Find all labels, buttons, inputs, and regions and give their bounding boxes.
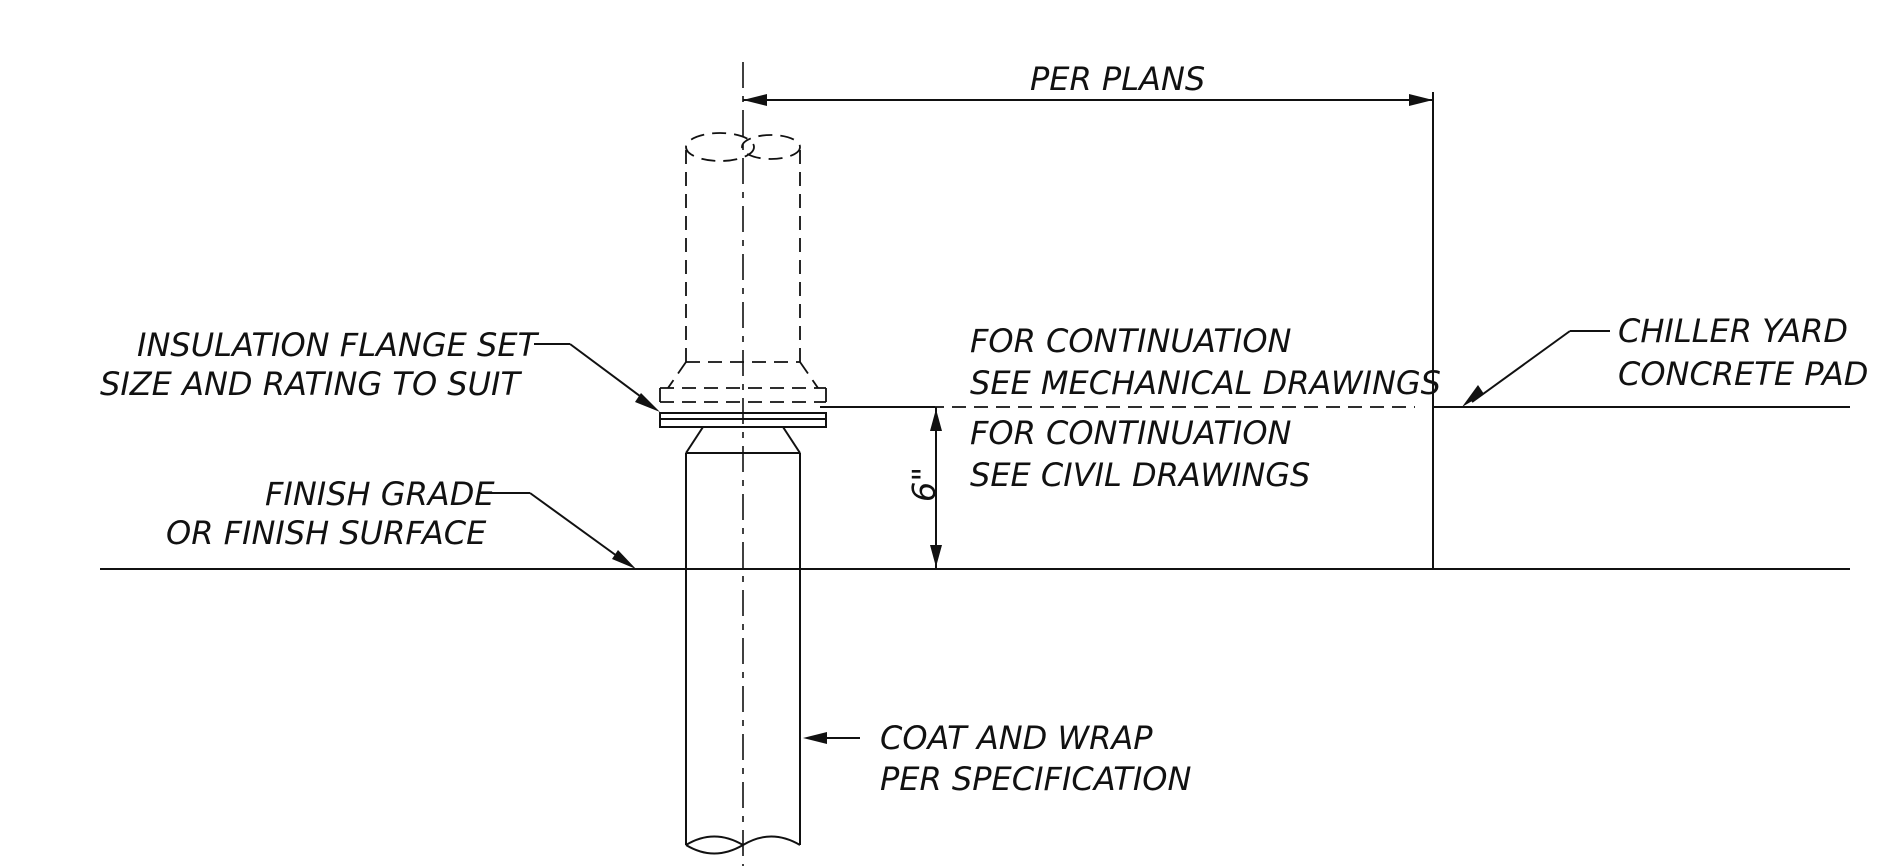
mechanical-continuation-line1: FOR CONTINUATION bbox=[970, 322, 1292, 360]
finish-grade-label-line2: OR FINISH SURFACE bbox=[166, 514, 487, 552]
chiller-yard-leader bbox=[1462, 330, 1610, 407]
per-plans-label: PER PLANS bbox=[1030, 60, 1205, 98]
insulation-flange-leader bbox=[534, 343, 660, 412]
insulation-flange-label-line2: SIZE AND RATING TO SUIT bbox=[100, 365, 522, 403]
six-inch-label: 6" bbox=[905, 467, 943, 502]
coat-and-wrap-leader bbox=[803, 732, 860, 744]
chiller-yard-label-line2: CONCRETE PAD bbox=[1618, 355, 1868, 393]
insulation-flange-label-line1: INSULATION FLANGE SET bbox=[137, 326, 540, 364]
six-inch-dimension bbox=[930, 407, 942, 569]
per-plans-dimension bbox=[743, 94, 1433, 106]
chiller-yard-label-line1: CHILLER YARD bbox=[1618, 312, 1848, 350]
finish-grade-label-line1: FINISH GRADE bbox=[265, 475, 495, 513]
civil-continuation-line1: FOR CONTINUATION bbox=[970, 414, 1292, 452]
coat-and-wrap-label-line1: COAT AND WRAP bbox=[880, 719, 1153, 757]
finish-grade-leader bbox=[484, 492, 636, 569]
coat-and-wrap-label-line2: PER SPECIFICATION bbox=[880, 760, 1191, 798]
mechanical-continuation-line2: SEE MECHANICAL DRAWINGS bbox=[970, 364, 1441, 402]
civil-continuation-line2: SEE CIVIL DRAWINGS bbox=[970, 456, 1310, 494]
